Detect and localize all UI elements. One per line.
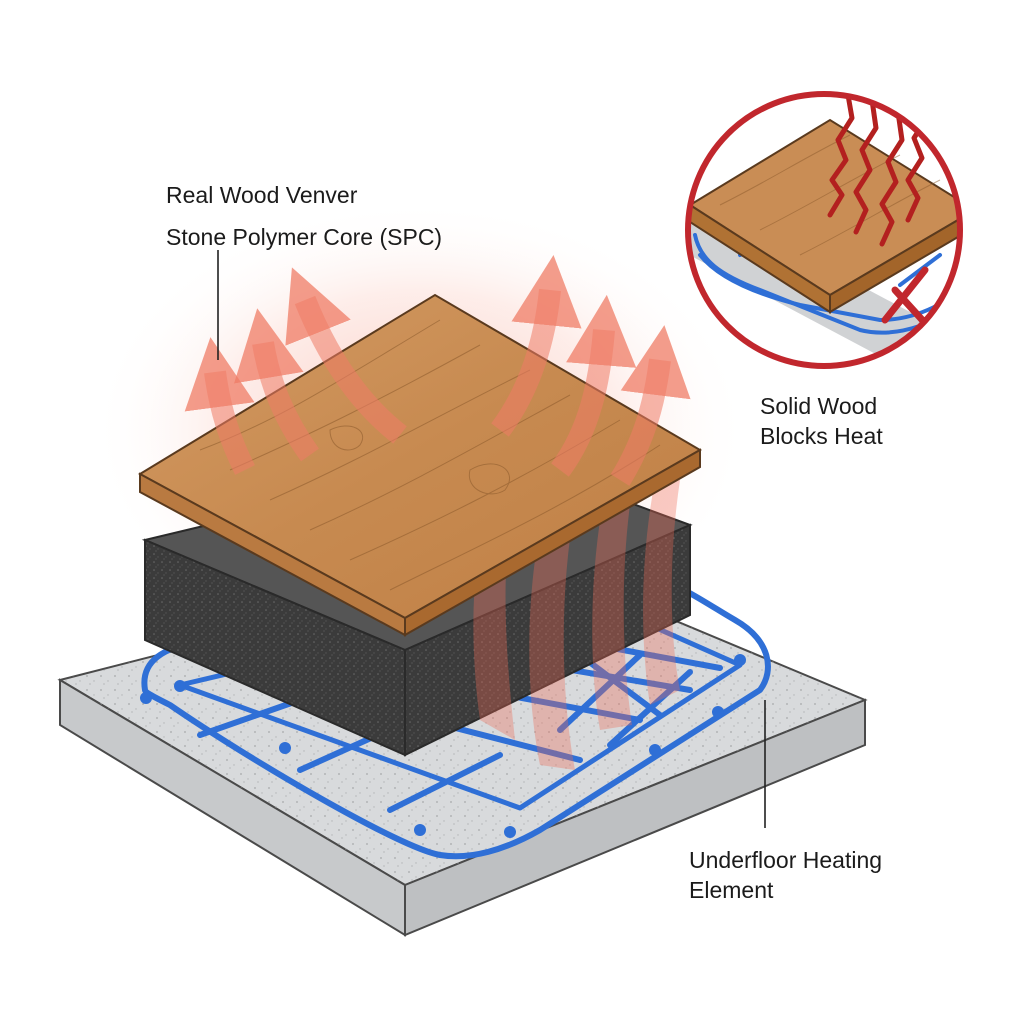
label-heating-line1: Underfloor Heating — [689, 845, 939, 875]
label-solid-wood-blocks-heat: Solid Wood Blocks Heat — [760, 391, 910, 451]
label-spc-core: Stone Polymer Core (SPC) — [166, 222, 442, 252]
label-heating-line2: Element — [689, 875, 939, 905]
label-real-wood-veneer: Real Wood Venver — [166, 180, 357, 210]
label-underfloor-heating-element: Underfloor Heating Element — [689, 845, 939, 905]
label-blocks-line2: Blocks Heat — [760, 421, 910, 451]
label-blocks-line1: Solid Wood — [760, 391, 910, 421]
